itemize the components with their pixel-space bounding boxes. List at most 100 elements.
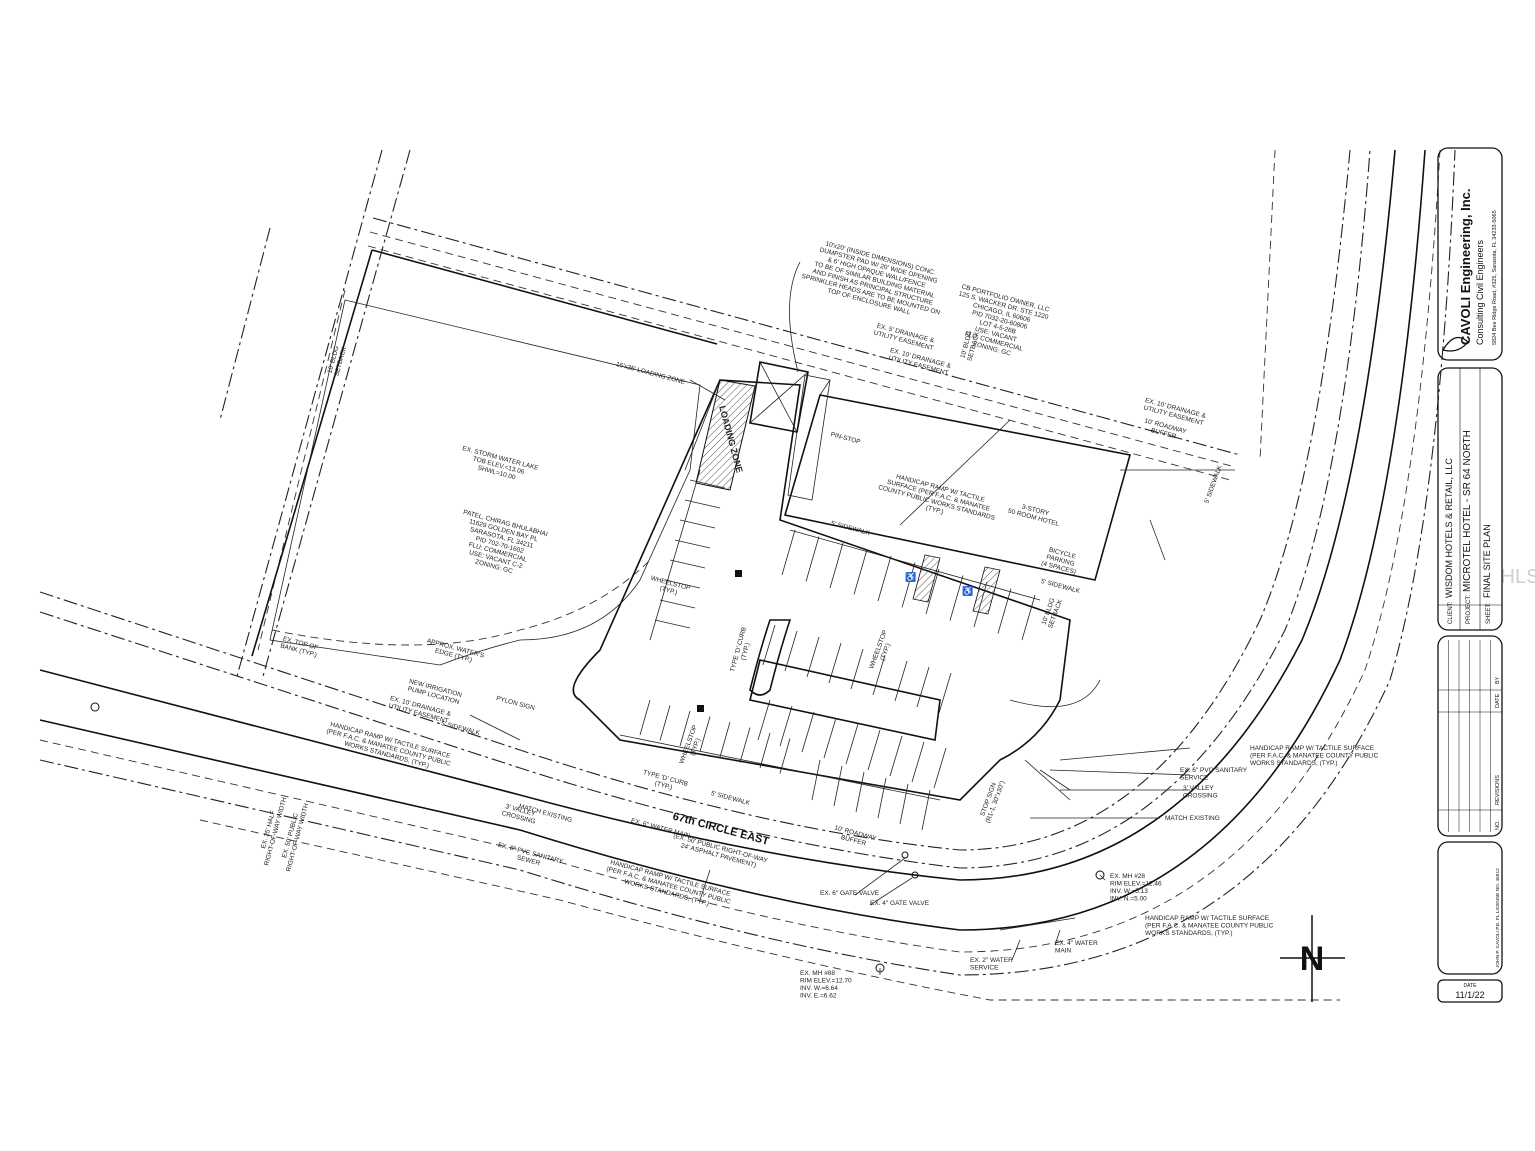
ramp-label-west: HANDICAP RAMP W/ TACTILE SURFACE(PER F.A… [324, 721, 454, 775]
gate-valve-label: EX. 6" GATE VALVE [820, 890, 880, 897]
parking-stripe [828, 642, 842, 684]
stop-sign-label: STOP SIGN(R1-1, 30"x30") [978, 777, 1007, 824]
type-d-curb-label-2: TYPE 'D' CURB(TYP.) [640, 769, 688, 795]
parking-stripe [829, 542, 844, 589]
parking-stripe [659, 599, 696, 609]
parking-stripe [853, 549, 868, 595]
bicycle-label: BICYCLEPARKING(4 SPACES) [1040, 546, 1080, 576]
parking-stripe [699, 716, 711, 752]
parking-stripe [933, 747, 947, 789]
parking-stripe [762, 624, 776, 666]
road-67th-circle-east [39, 149, 1456, 1001]
parking-stripe [759, 732, 771, 769]
parking-stripe [757, 699, 771, 741]
bldg-setback-label-east: 10' BLDGSETBACK [1040, 595, 1064, 629]
drainage-label-north: EX. 10' DRAINAGE &UTILITY EASEMENT [887, 347, 952, 377]
parking-stripe [855, 771, 865, 813]
parking-stripe [916, 666, 930, 708]
storm-water-lake [269, 299, 701, 666]
hotel-label: 3-STORY50 ROOM HOTEL [1007, 500, 1062, 528]
parking-lot [572, 379, 1071, 831]
company-address: 5824 Bee Ridge Road, #325, Sarasota, FL … [1492, 210, 1498, 345]
sidewalk-label-east: 5' SIDEWALK [1040, 578, 1081, 595]
ramp-label-southeast: HANDICAP RAMP W/ TACTILE SURFACE(PER F.A… [1145, 915, 1274, 937]
parking-stripe [850, 648, 864, 690]
gate-valve-4-label: EX. 4" GATE VALVE [870, 900, 930, 907]
client-label: CLIENT: [1448, 601, 1454, 624]
match-existing-label: MATCH EXISTING [1165, 815, 1220, 822]
ramp-label-east: HANDICAP RAMP W/ TACTILE SURFACE(PER F.A… [1250, 745, 1379, 767]
parking-stripe [833, 765, 843, 807]
parking-stripe [867, 729, 881, 771]
drainage-5-label: EX. 5' DRAINAGE &UTILITY EASEMENT [873, 322, 936, 352]
handicap-icon: ♿ [962, 585, 973, 596]
project-name: MICROTEL HOTEL - SR 64 NORTH [1462, 430, 1473, 592]
rev-header-by: BY [1495, 676, 1501, 684]
parking-stripe [674, 539, 711, 549]
north-arrow-label: N [1300, 940, 1325, 978]
project-label: PROJECT: [1466, 595, 1472, 624]
parking-stripe [781, 529, 796, 576]
leader-lines [469, 261, 1191, 975]
boundary-lines [219, 149, 1241, 681]
owner-west-label: PATEL, CHIRAG BHULABHAI11629 GOLDEN BAY … [451, 509, 549, 582]
parking-stripe [823, 717, 837, 759]
client-name: WISDOM HOTELS & RETAIL, LLC [1444, 458, 1454, 598]
parking-stripe [901, 562, 916, 608]
parking-stripe [779, 738, 791, 774]
pin-stop-label: PIN-STOP [830, 431, 861, 446]
parking-stripe [801, 711, 815, 753]
loading-zone: LOADING ZONE [695, 379, 756, 491]
parking-stripe [805, 536, 820, 582]
rev-header-date: DATE [1495, 693, 1501, 708]
sheet-label: SHEET: [1486, 603, 1492, 624]
parking-stripe [845, 723, 859, 765]
parking-stripe [921, 789, 931, 831]
bldg-setback-label-west: 10' BLDGSETBACK [326, 343, 348, 377]
parking-stripe [679, 519, 716, 529]
rev-header-no: NO. [1495, 820, 1501, 830]
ramp-building-label: HANDICAP RAMP W/ TACTILESURFACE (PER F.A… [876, 470, 1001, 530]
pvc-sewer-label: EX. 8" PVC SANITARYSEWER [495, 841, 564, 873]
engineer-license: JOHN P. CAVOLI P.E. FL LICENSE NO. 46912 [1495, 868, 1501, 968]
parking-stripe [779, 705, 793, 747]
parking-stripe [877, 555, 892, 602]
company-name: CAVOLI Engineering, Inc. [1458, 189, 1473, 346]
top-bank-label: EX. TOP OFBANK (TYP.) [279, 635, 319, 659]
parking-stripe [889, 735, 903, 777]
parking-stripe [894, 660, 908, 702]
dumpster-pad [749, 361, 809, 433]
parking-stripe [806, 636, 820, 678]
parking-stripe [659, 705, 671, 741]
parking-stripe [899, 783, 909, 825]
owner-east-label: CB PORTFOLIO OWNER, LLC125 S. WACKER DR.… [946, 283, 1051, 364]
parking-stripe [911, 741, 925, 783]
parking-stripe [654, 619, 691, 629]
parking-stripe [997, 588, 1012, 634]
parking-stripe [684, 499, 721, 509]
hotel-building [783, 374, 1132, 581]
parking-stripe [938, 672, 952, 714]
parking-stripe [811, 759, 821, 801]
parking-stripe [877, 777, 887, 819]
parking-stripe [1021, 594, 1036, 641]
parking-stripe [949, 575, 964, 621]
parking-stripe [669, 559, 706, 569]
company-logo-icon [1442, 336, 1469, 352]
ada-spaces: ♿ ♿ [905, 554, 1001, 615]
parking-stripe [739, 727, 751, 763]
parking-stripe [719, 721, 731, 758]
title-block: CAVOLI Engineering, Inc. Consulting Civi… [1437, 147, 1503, 1003]
date-value: 11/1/22 [1455, 990, 1484, 1000]
company-subtitle: Consulting Civil Engineers [1475, 239, 1485, 345]
parking-stripe [925, 568, 940, 615]
watermark: HLS [1501, 566, 1535, 588]
date-label: DATE [1464, 983, 1478, 989]
ramp-label-south: HANDICAP RAMP W/ TACTILE SURFACE(PER F.A… [604, 859, 734, 913]
parking-stripe [664, 579, 701, 589]
